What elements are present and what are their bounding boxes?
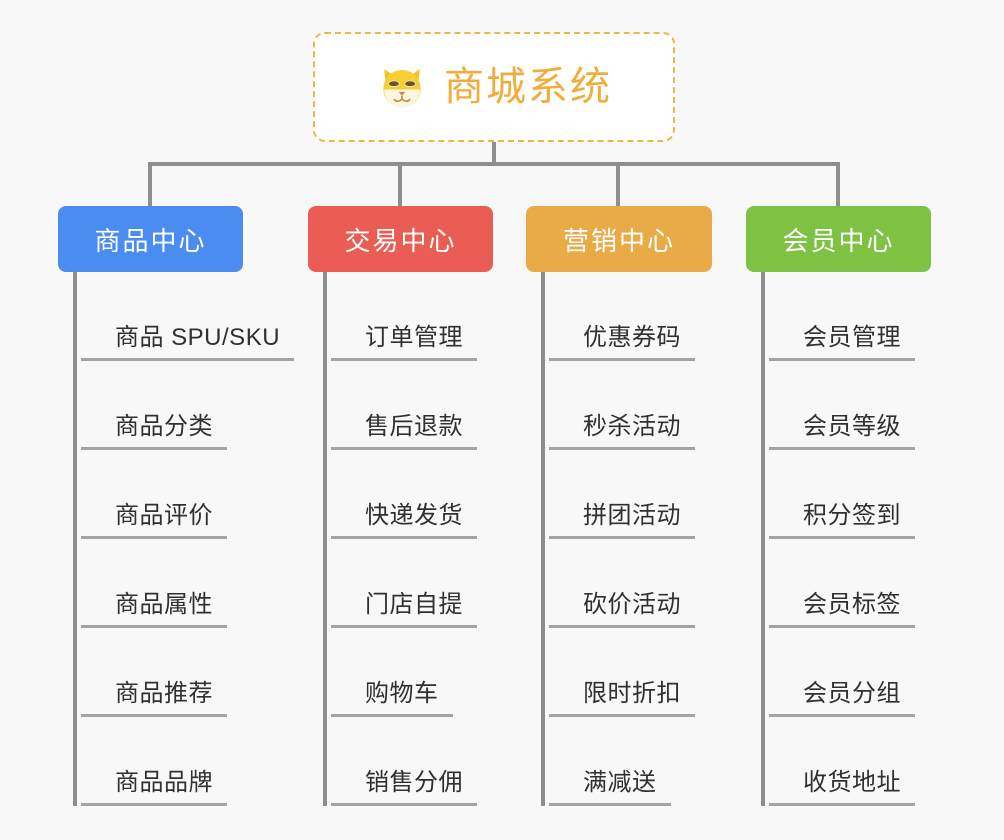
branch-header-4[interactable]: 会员中心 [746,206,931,272]
list-item[interactable]: 销售分佣 [331,717,553,806]
leaf-label: 购物车 [331,673,453,717]
leaf-label: 商品品牌 [81,762,227,806]
branch-header-2[interactable]: 交易中心 [308,206,493,272]
leaf-label: 商品 SPU/SKU [81,317,295,361]
list-item[interactable]: 购物车 [331,628,553,717]
list-item[interactable]: 优惠券码 [549,272,771,361]
branch-column-3: 营销中心 优惠券码 秒杀活动 拼团活动 砍价活动 限时折扣 满减送 [526,206,771,806]
list-item[interactable]: 限时折扣 [549,628,771,717]
leaf-label: 限时折扣 [549,673,695,717]
list-item[interactable]: 会员等级 [769,361,991,450]
leaf-stack-3: 优惠券码 秒杀活动 拼团活动 砍价活动 限时折扣 满减送 [541,272,771,806]
list-item[interactable]: 商品 SPU/SKU [81,272,303,361]
list-item[interactable]: 售后退款 [331,361,553,450]
list-item[interactable]: 满减送 [549,717,771,806]
branch-column-4: 会员中心 会员管理 会员等级 积分签到 会员标签 会员分组 收货地址 [746,206,991,806]
connector-root-stem [492,142,496,164]
list-item[interactable]: 商品分类 [81,361,303,450]
list-item[interactable]: 秒杀活动 [549,361,771,450]
leaf-label: 销售分佣 [331,762,477,806]
leaf-label: 快递发货 [331,495,477,539]
branch-column-1: 商品中心 商品 SPU/SKU 商品分类 商品评价 商品属性 商品推荐 商品品牌 [58,206,303,806]
leaf-stack-4: 会员管理 会员等级 积分签到 会员标签 会员分组 收货地址 [761,272,991,806]
leaf-label: 会员分组 [769,673,915,717]
leaf-label: 积分签到 [769,495,915,539]
connector-drop-branch-2 [398,162,402,206]
leaf-label: 收货地址 [769,762,915,806]
list-item[interactable]: 拼团活动 [549,450,771,539]
leaf-label: 商品属性 [81,584,227,628]
list-item[interactable]: 商品品牌 [81,717,303,806]
list-item[interactable]: 会员分组 [769,628,991,717]
leaf-label: 会员标签 [769,584,915,628]
leaf-label: 拼团活动 [549,495,695,539]
branch-column-2: 交易中心 订单管理 售后退款 快递发货 门店自提 购物车 销售分佣 [308,206,553,806]
list-item[interactable]: 会员标签 [769,539,991,628]
leaf-label: 满减送 [549,762,671,806]
root-title: 商城系统 [444,65,612,109]
list-item[interactable]: 收货地址 [769,717,991,806]
list-item[interactable]: 门店自提 [331,539,553,628]
leaf-label: 优惠券码 [549,317,695,361]
list-item[interactable]: 积分签到 [769,450,991,539]
leaf-label: 商品分类 [81,406,227,450]
connector-drop-branch-1 [148,162,152,206]
list-item[interactable]: 快递发货 [331,450,553,539]
connector-drop-branch-3 [616,162,620,206]
leaf-label: 商品评价 [81,495,227,539]
leaf-label: 会员管理 [769,317,915,361]
branch-header-3[interactable]: 营销中心 [526,206,712,272]
leaf-label: 会员等级 [769,406,915,450]
list-item[interactable]: 会员管理 [769,272,991,361]
leaf-stack-2: 订单管理 售后退款 快递发货 门店自提 购物车 销售分佣 [323,272,553,806]
connector-horizontal-bus [148,162,838,166]
list-item[interactable]: 商品评价 [81,450,303,539]
shiba-dog-face-icon [383,69,421,109]
list-item[interactable]: 订单管理 [331,272,553,361]
list-item[interactable]: 砍价活动 [549,539,771,628]
list-item[interactable]: 商品推荐 [81,628,303,717]
leaf-label: 售后退款 [331,406,477,450]
list-item[interactable]: 商品属性 [81,539,303,628]
leaf-label: 砍价活动 [549,584,695,628]
connector-drop-branch-4 [836,162,840,206]
leaf-label: 订单管理 [331,317,477,361]
leaf-stack-1: 商品 SPU/SKU 商品分类 商品评价 商品属性 商品推荐 商品品牌 [73,272,303,806]
leaf-label: 门店自提 [331,584,477,628]
leaf-label: 商品推荐 [81,673,227,717]
branch-header-1[interactable]: 商品中心 [58,206,243,272]
leaf-label: 秒杀活动 [549,406,695,450]
root-node-shop-system[interactable]: 商城系统 [313,32,675,142]
